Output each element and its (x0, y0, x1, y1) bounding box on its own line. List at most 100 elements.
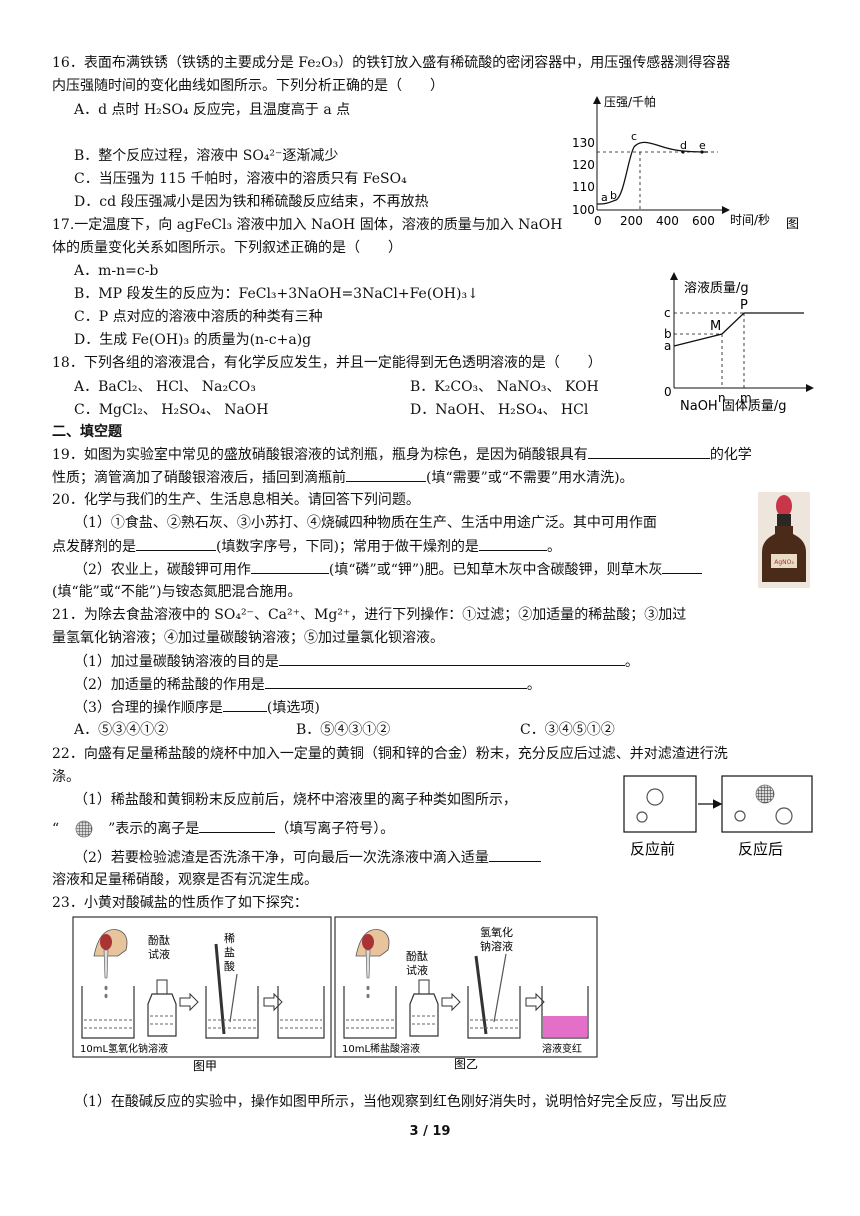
q23-stem: 23．小黄对酸碱盐的性质作了如下探究： (52, 895, 308, 911)
q19-blank-1[interactable] (587, 444, 710, 459)
q20-part2-line2: (填“能”或“不能”)与铵态氮肥混合施用。 (52, 584, 302, 600)
q16-pressure-chart: 压强/千帕 时间/秒 图 100 110 120 130 0 200 400 6… (572, 94, 799, 230)
q22-text: （2）若要检验滤渣是否洗涤干净，可向最后一次洗涤液中滴入适量 (74, 850, 489, 866)
beaker (467, 986, 521, 1039)
pressure-curve (596, 141, 709, 205)
q17-option-a: A．m-n=c-b (74, 263, 159, 279)
y-tick: 110 (572, 180, 595, 194)
q18-option-a: A．BaCl₂、 HCl、 Na₂CO₃ (74, 379, 256, 395)
beaker (81, 986, 135, 1039)
x-tick: 0 (594, 214, 602, 228)
reagent-label: 酚酞 (148, 933, 170, 947)
y-tick: 120 (572, 158, 595, 172)
trailing-char: 图 (786, 217, 799, 230)
q22-sub2-line1: （2）若要检验滤渣是否洗涤干净，可向最后一次洗涤液中滴入适量 (74, 847, 541, 868)
reagent-label: 钠溶液 (480, 939, 513, 953)
arrow-icon (179, 992, 199, 1012)
q22-sub1-line2: “ ”表示的离子是（填写离子符号）。 (52, 818, 394, 839)
q21-option-b: B．⑤④③①② (296, 722, 391, 738)
q20-text: （2）农业上，碳酸钾可用作 (74, 562, 251, 578)
q20-blank-4[interactable] (662, 559, 703, 574)
q21-blank-1[interactable] (278, 651, 625, 666)
before-box (623, 775, 697, 833)
beaker-label: 10mL稀盐酸溶液 (342, 1042, 420, 1055)
y-axis-label: 压强/千帕 (604, 94, 656, 109)
q20-text: 点发酵剂的是 (52, 539, 136, 555)
beaker (277, 986, 325, 1039)
q22-text: ”表示的离子是 (108, 821, 200, 837)
dropper-tube (493, 953, 507, 1023)
silver-nitrate-bottle: AgNO₃ (758, 492, 810, 588)
q22-sub1: （1）稀盐酸和黄铜粉末反应前后，烧杯中溶液里的离子种类如图所示， (74, 792, 517, 808)
beaker (205, 986, 259, 1039)
q21-sub3: （3）合理的操作顺序是 (填选项) (74, 697, 320, 718)
beaker-label: 10mL氢氧化钠溶液 (80, 1042, 168, 1055)
q19-blank-2[interactable] (346, 467, 426, 482)
q21-sub2: （2）加适量的稀盐酸的作用是。 (74, 674, 541, 695)
grid-ion-icon (75, 820, 93, 838)
q21-text: （2）加适量的稀盐酸的作用是 (74, 677, 265, 693)
red-solution (543, 1016, 587, 1037)
q22-line2: 涤。 (52, 769, 80, 785)
q21-option-c: C．③④⑤①② (520, 722, 615, 738)
q17-mass-chart: 溶液质量/g NaOH 固体质量/g 0 c b a M P n m (664, 272, 814, 414)
q22-blank-2[interactable] (488, 847, 541, 862)
q21-sub1: （1）加过量碳酸钠溶液的目的是。 (74, 651, 639, 672)
reagent-label: 酸 (224, 959, 235, 973)
bottle-cap (777, 514, 791, 526)
dropper (365, 949, 371, 979)
q16-option-d: D．cd 段压强减小是因为铁和稀硫酸反应结束，不再放热 (74, 194, 429, 210)
point-d: d (680, 139, 687, 152)
ion-circle (646, 788, 664, 806)
point-a: a (601, 191, 608, 204)
y-tick: 130 (572, 136, 595, 150)
reagent-label: 试液 (406, 963, 428, 977)
q20-blank-3[interactable] (250, 559, 329, 574)
ion-circle (734, 810, 746, 822)
point-p: P (740, 298, 748, 313)
x-tick: 200 (620, 214, 643, 228)
q21-blank-3[interactable] (222, 697, 267, 712)
reagent-label: 酚酞 (406, 949, 428, 963)
dropper-bulb (362, 934, 374, 950)
y-tick-b: b (664, 327, 672, 341)
arrow-icon (441, 992, 461, 1012)
page-number: 3 / 19 (409, 1124, 451, 1139)
q16-stem-line1: 16．表面布满铁锈（铁锈的主要成分是 Fe₂O₃）的铁钉放入盛有稀硫酸的密闭容器… (52, 55, 731, 71)
label-before: 反应前 (630, 840, 675, 858)
point-marker (700, 150, 704, 154)
section-heading: 二、填空题 (52, 424, 122, 440)
ion-circle (775, 807, 793, 825)
q20-part1-line1: （1）①食盐、②熟石灰、③小苏打、④烧碱四种物质在生产、生活中用途广泛。其中可用… (74, 515, 657, 531)
q20-blank-1[interactable] (136, 536, 216, 551)
q21-text: (填选项) (266, 700, 320, 716)
q22-blank-1[interactable] (199, 818, 276, 833)
q18-option-c: C．MgCl₂、 H₂SO₄、 NaOH (74, 402, 269, 418)
q21-option-a: A．⑤③④①② (74, 722, 169, 738)
bottle-label-text: AgNO₃ (774, 559, 794, 566)
q22-text: （填写离子符号）。 (275, 821, 395, 837)
reagent-label: 试液 (148, 947, 170, 961)
q18-option-b: B．K₂CO₃、 NaNO₃、 KOH (410, 379, 599, 395)
q22-sub2-line2: 溶液和足量稀硝酸，观察是否有沉淀生成。 (52, 872, 318, 888)
drop (104, 985, 108, 991)
q20-part1-line2: 点发酵剂的是(填数字序号，下同)；常用于做干燥剂的是。 (52, 536, 561, 557)
x-axis-label: 时间/秒 (730, 213, 770, 227)
q22-line1: 22．向盛有足量稀盐酸的烧杯中加入一定量的黄铜（铜和锌的合金）粉末，充分反应后过… (52, 746, 728, 762)
reagent-bottle-neck (418, 979, 430, 995)
q21-text: 。 (624, 654, 639, 670)
q19-line2: 性质；滴管滴加了硝酸银溶液后，插回到滴瓶前 (填“需要”或“不需要”用水清洗)。 (52, 467, 634, 488)
reagent-bottle (147, 993, 177, 1037)
grid-ion (755, 784, 775, 804)
q21-text: （3）合理的操作顺序是 (74, 700, 223, 716)
q20-text: 。 (546, 539, 561, 555)
q20-blank-2[interactable] (478, 536, 547, 551)
y-tick: 100 (572, 203, 595, 217)
q19-text: (填“需要”或“不需要”用水清洗)。 (426, 470, 634, 486)
q21-blank-2[interactable] (264, 674, 527, 689)
q20-text: (填“磷”或“钾”)肥。已知草木灰中含碳酸钾，则草木灰 (328, 562, 663, 578)
x-axis-label: NaOH 固体质量/g (680, 399, 786, 414)
y-axis-label: 溶液质量/g (684, 281, 749, 296)
q19-text: 性质；滴管滴加了硝酸银溶液后，插回到滴瓶前 (52, 470, 346, 486)
point-e: e (699, 139, 706, 152)
